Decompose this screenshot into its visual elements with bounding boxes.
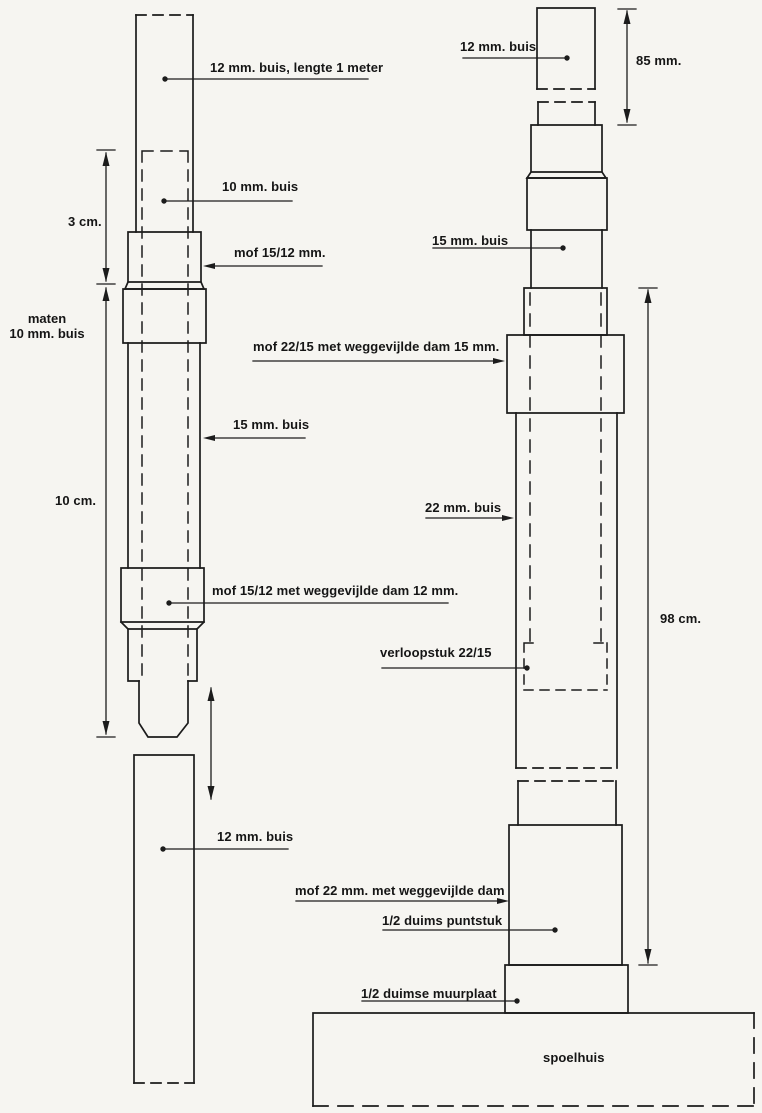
dim-98cm-line: [638, 287, 658, 966]
label-right-muurplaat: 1/2 duimse muurplaat: [361, 986, 497, 1001]
dim-10cm-line: [96, 287, 116, 738]
dim-label-maten: maten 10 mm. buis: [1, 311, 93, 341]
right-neck-section: [537, 101, 596, 126]
left-mof-lower-body: [120, 567, 205, 623]
left-pipe-tip: [138, 680, 189, 738]
dim-3cm-line: [96, 149, 116, 285]
left-pipe-10mm-hidden: [141, 150, 189, 680]
label-right-pipe22: 22 mm. buis: [425, 500, 502, 515]
left-mof-lower-taper: [119, 620, 206, 630]
label-left-pipe12-bottom: 12 mm. buis: [217, 829, 294, 844]
label-left-pipe10: 10 mm. buis: [222, 179, 299, 194]
right-mof-upper-body: [526, 177, 608, 231]
right-muurplaat-body: [504, 964, 629, 1014]
dim-label-maten-line1: maten: [27, 311, 67, 326]
right-step-flare: [525, 170, 608, 179]
dim-85mm-line: [617, 8, 637, 126]
label-left-mof-15-12-dam: mof 15/12 met weggevijlde dam 12 mm.: [212, 583, 459, 598]
label-spoelhuis: spoelhuis: [543, 1050, 605, 1065]
label-right-pipe15: 15 mm. buis: [432, 233, 509, 248]
dim-label-98cm: 98 cm.: [660, 611, 702, 626]
right-collar-block: [523, 287, 608, 336]
label-right-pipe12: 12 mm. buis: [460, 39, 537, 54]
right-lower-section: [517, 780, 617, 826]
right-pipe-15mm-outline: [530, 229, 603, 289]
left-mof-15-12-body: [127, 231, 202, 283]
arrowheads: [102, 10, 652, 963]
right-assembly-drawing: [312, 7, 755, 1107]
label-right-mof-22-15-dam: mof 22/15 met weggevijlde dam 15 mm.: [253, 339, 500, 354]
dim-label-maten-line2: 10 mm. buis: [9, 326, 85, 341]
label-right-verloopstuk: verloopstuk 22/15: [380, 645, 492, 660]
left-pipe-12mm-top-outline: [135, 14, 194, 233]
left-mof-15-12-flare: [123, 280, 206, 290]
label-right-mof-22-dam: mof 22 mm. met weggevijlde dam: [295, 883, 505, 898]
left-pipe-15mm-outline: [127, 342, 201, 569]
leader-lines: [162, 57, 568, 1002]
right-pipe-12mm-outline: [536, 7, 596, 90]
spoelhuis-box-dashed: [312, 1012, 755, 1107]
label-left-mof-15-12: mof 15/12 mm.: [234, 245, 326, 260]
left-pipe-12mm-bottom-outline: [133, 754, 195, 1084]
spoelhuis-box-solid: [312, 1012, 755, 1107]
dim-label-85mm: 85 mm.: [636, 53, 682, 68]
right-pipe-22mm-outline: [515, 412, 618, 769]
dim-label-3cm: 3 cm.: [68, 214, 102, 229]
dimension-lines: [96, 8, 658, 966]
leader-dots: [160, 55, 570, 1004]
label-right-puntstuk: 1/2 duims puntstuk: [382, 913, 503, 928]
dim-label-10cm: 10 cm.: [55, 493, 97, 508]
right-pipe-15mm-hidden: [529, 292, 602, 642]
left-collar-block: [122, 288, 207, 344]
label-left-pipe15: 15 mm. buis: [233, 417, 310, 432]
label-left-pipe12-top: 12 mm. buis, lengte 1 meter: [210, 60, 384, 75]
left-lower-section: [127, 628, 198, 682]
right-mof-22-body: [508, 824, 623, 966]
right-step-block: [530, 124, 603, 173]
left-assembly-drawing: [119, 14, 207, 1084]
right-mof-22-15-body: [506, 334, 625, 414]
right-verloopstuk-hidden: [523, 642, 608, 691]
